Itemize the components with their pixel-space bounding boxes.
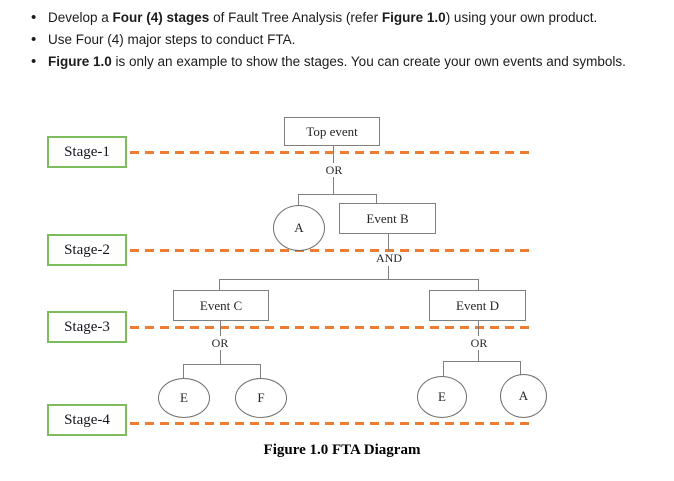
bullet-item: Figure 1.0 is only an example to show th… (31, 51, 661, 73)
basic-event-a-circle: A (273, 205, 325, 251)
bullet-text: Develop a (48, 10, 113, 25)
stage-3-box: Stage-3 (47, 311, 127, 343)
stage3-dashed-line (130, 326, 530, 329)
connector-line (376, 194, 377, 204)
event-b-label: Event B (366, 210, 409, 226)
connector-line (260, 364, 261, 379)
connector-line (219, 279, 479, 280)
bullet-text: ) using your own product. (445, 10, 598, 25)
bullet-text-bold: Figure 1.0 (48, 54, 112, 69)
top-event-box: Top event (284, 117, 380, 146)
connector-line (388, 233, 389, 251)
stage-4-box: Stage-4 (47, 404, 127, 436)
event-d-box: Event D (429, 290, 526, 321)
connector-line (298, 194, 299, 206)
connector-line (219, 279, 220, 290)
figure-caption: Figure 1.0 FTA Diagram (263, 442, 421, 458)
stage-2-box: Stage-2 (47, 234, 127, 266)
bullet-text-bold: Four (4) stages (112, 10, 210, 25)
basic-event-a-label: A (294, 220, 304, 235)
basic-event-f-circle: F (235, 378, 287, 418)
connector-line (478, 321, 479, 336)
or-gate-top-label: OR (325, 163, 343, 177)
connector-line (220, 350, 221, 364)
connector-line (183, 364, 184, 379)
basic-event-e-label: E (180, 390, 188, 405)
connector-line (333, 146, 334, 163)
stage-1-box: Stage-1 (47, 136, 127, 168)
basic-event-e2-label: E (438, 389, 446, 404)
connector-line (183, 364, 261, 365)
basic-event-e-circle: E (158, 378, 210, 418)
basic-event-a2-circle: A (500, 374, 547, 418)
instruction-list: Develop a Four (4) stages of Fault Tree … (31, 7, 661, 73)
basic-event-f-label: F (257, 390, 265, 405)
basic-event-e2-circle: E (417, 376, 467, 418)
connector-line (298, 194, 377, 195)
connector-line (443, 361, 521, 362)
stage-1-label: Stage-1 (64, 143, 110, 160)
and-gate-label: AND (376, 251, 402, 265)
event-b-box: Event B (339, 203, 436, 234)
event-c-label: Event C (199, 297, 243, 313)
event-c-box: Event C (173, 290, 269, 321)
bullet-text: Use Four (4) major steps to conduct FTA. (48, 32, 296, 47)
event-d-label: Event D (456, 297, 499, 313)
connector-line (443, 361, 444, 377)
connector-line (220, 321, 221, 336)
connector-line (333, 177, 334, 194)
stage-3-label: Stage-3 (64, 318, 110, 335)
connector-line (478, 279, 479, 290)
connector-line (520, 361, 521, 375)
stage1-dashed-line (130, 151, 530, 154)
stage-4-label: Stage-4 (64, 411, 110, 428)
bullet-text: of Fault Tree Analysis (refer (209, 10, 382, 25)
stage2-dashed-line (130, 249, 530, 252)
basic-event-a2-label: A (518, 388, 529, 403)
or-gate-left-label: OR (211, 336, 229, 350)
stage4-dashed-line (130, 422, 530, 425)
or-gate-right-label: OR (470, 336, 488, 350)
bullet-item: Use Four (4) major steps to conduct FTA. (31, 29, 661, 51)
connector-line (388, 266, 389, 279)
bullet-item: Develop a Four (4) stages of Fault Tree … (31, 7, 661, 29)
top-event-label: Top event (306, 123, 358, 139)
bullet-text: is only an example to show the stages. Y… (111, 54, 626, 69)
bullet-text-bold: Figure 1.0 (381, 10, 446, 25)
connector-line (478, 350, 479, 361)
stage-2-label: Stage-2 (64, 241, 110, 258)
